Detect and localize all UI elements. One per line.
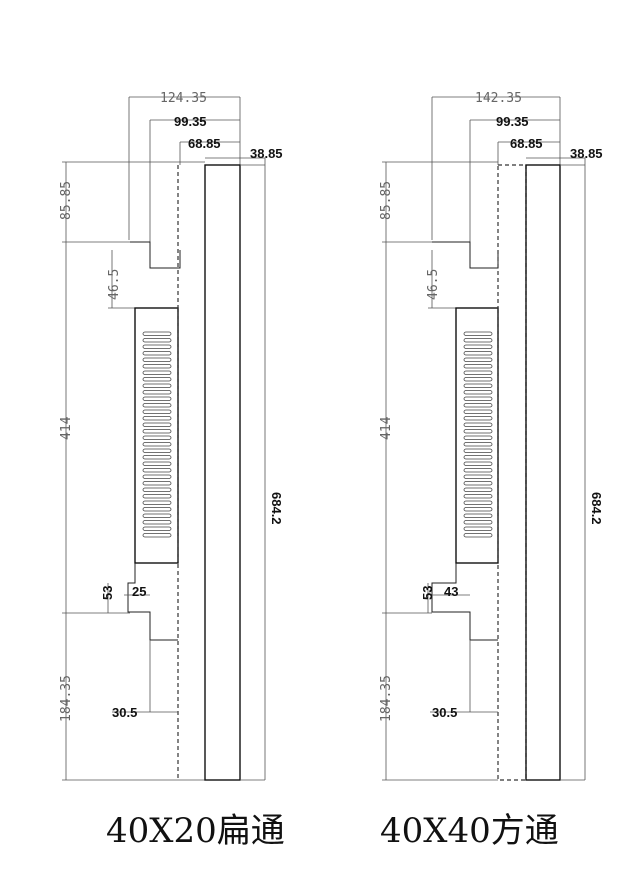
fin-slot [463,390,493,395]
fin-slot [463,403,493,408]
dim-53: 53 [420,586,435,600]
fin-slot [463,533,493,538]
fin-slot [142,390,172,395]
fin-slot [142,533,172,538]
fin-slot [463,526,493,531]
fin-slot [463,331,493,336]
fin-slot [142,429,172,434]
fin-slot [142,487,172,492]
dim-68-85: 68.85 [188,136,221,151]
fin-slot [463,468,493,473]
fin-slot [463,351,493,356]
fin-slot [463,416,493,421]
fin-slot [142,383,172,388]
fin-slot [463,364,493,369]
fin-slot [463,429,493,434]
fin-slot [142,403,172,408]
fin-slot [142,513,172,518]
dim-top-height: 85.85 [59,181,74,220]
fin-slot [142,331,172,336]
dim-top-height: 85.85 [379,181,394,220]
dim-30-5: 30.5 [112,705,137,720]
fin-slot [142,448,172,453]
caption-40x20: 40X20扁通 [106,811,285,851]
fin-slot [463,370,493,375]
dim-68-85: 68.85 [510,136,543,151]
dim-top-width: 142.35 [475,91,522,106]
fin-slot [142,422,172,427]
dim-total-height: 684.2 [589,492,604,525]
dim-top-width: 124.35 [160,91,207,106]
dim-46-5: 46.5 [107,269,122,300]
fin-slot [142,409,172,414]
fin-slot [142,442,172,447]
fin-slot [463,455,493,460]
fin-slot [463,500,493,505]
dim-99-35: 99.35 [496,114,529,129]
caption-40x40: 40X40方通 [380,811,559,851]
diagram-40x40: 142.35 99.35 68.85 38.85 85.85 414 184.3… [379,91,604,851]
fin-slot [463,461,493,466]
fin-slot [463,344,493,349]
dim-bottom-height: 184.35 [59,675,74,722]
fin-slot [142,416,172,421]
fin-slot [142,500,172,505]
dim-53: 53 [100,586,115,600]
fin-slot [463,422,493,427]
fin-slot [463,507,493,512]
fin-slot [142,507,172,512]
fin-slot [463,383,493,388]
dim-25: 25 [132,584,146,599]
fin-slot [463,377,493,382]
dim-main-height: 414 [59,416,74,440]
fin-slot [142,364,172,369]
dim-main-height: 414 [379,416,394,440]
fin-slot [463,396,493,401]
fin-slot [463,520,493,525]
fin-slot [142,338,172,343]
fin-slot [142,520,172,525]
dim-38-85: 38.85 [250,146,283,161]
fin-slot [463,442,493,447]
fin-slot [463,513,493,518]
fin-slot [142,461,172,466]
dim-bottom-height: 184.35 [379,675,394,722]
dim-43: 43 [444,584,458,599]
fin-slot [142,396,172,401]
fin-slot [463,474,493,479]
fin-slot [463,357,493,362]
fin-slot [142,481,172,486]
fin-slot [463,435,493,440]
fin-slot [142,494,172,499]
fin-slot [142,435,172,440]
fin-slot [463,409,493,414]
fin-slot [142,370,172,375]
cooling-fins [142,331,172,538]
fin-slot [142,468,172,473]
fin-slot [142,526,172,531]
dim-38-85: 38.85 [570,146,603,161]
fin-slot [142,377,172,382]
fin-slot [142,455,172,460]
cooling-fins [463,331,493,538]
fin-slot [463,494,493,499]
fin-slot [142,474,172,479]
diagram-40x20: 124.35 99.35 68.85 38.85 85.85 414 184.3… [59,91,285,851]
fin-slot [142,357,172,362]
fin-slot [463,448,493,453]
fin-slot [142,344,172,349]
dim-99-35: 99.35 [174,114,207,129]
fin-slot [463,481,493,486]
dim-total-height: 684.2 [269,492,284,525]
fin-slot [463,487,493,492]
dim-46-5: 46.5 [426,269,441,300]
fin-slot [463,338,493,343]
dim-30-5: 30.5 [432,705,457,720]
fin-slot [142,351,172,356]
